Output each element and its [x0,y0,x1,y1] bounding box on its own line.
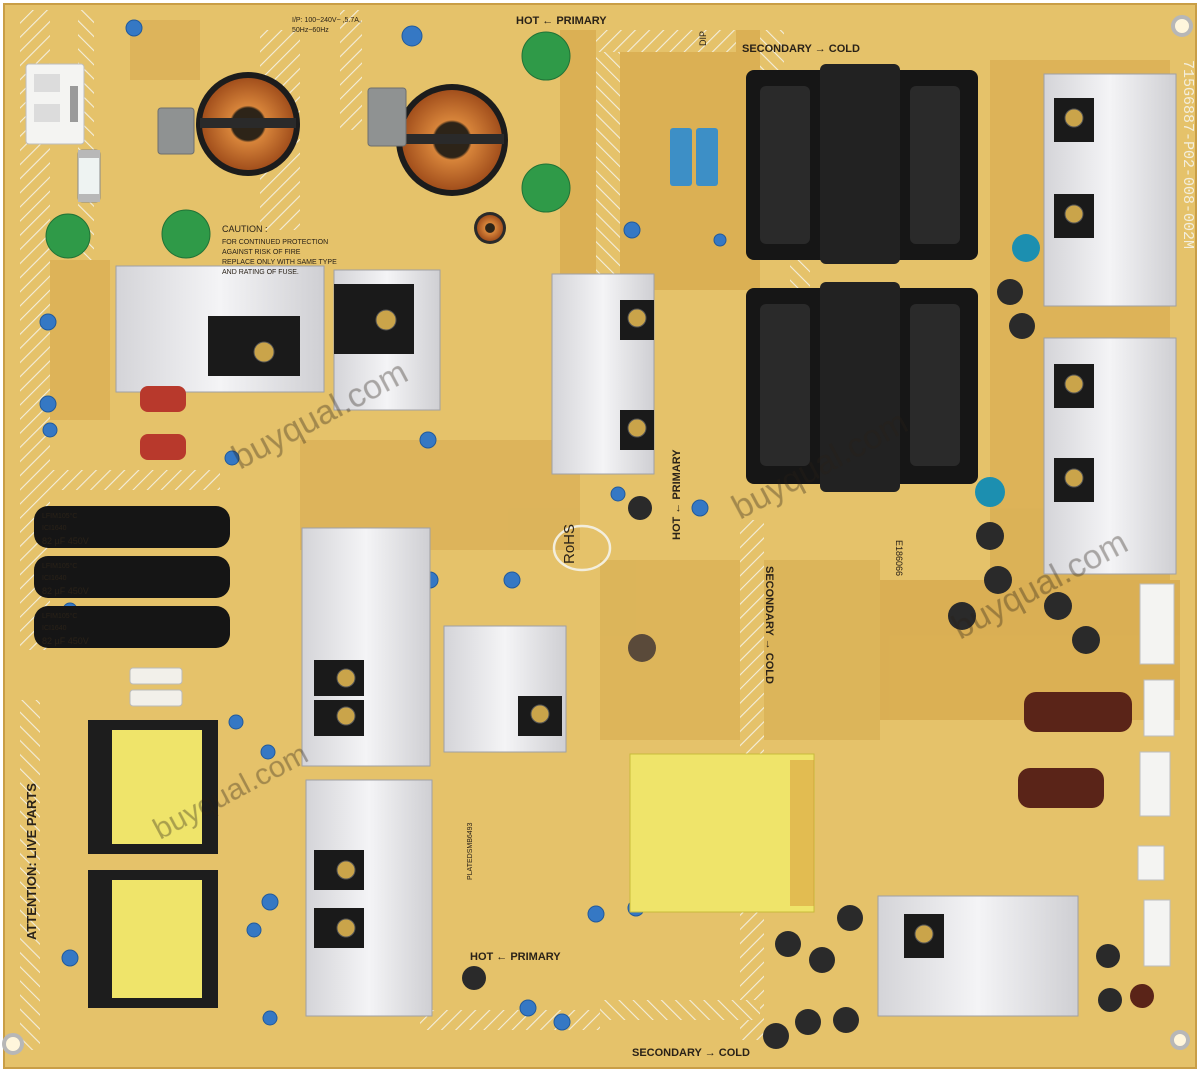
hot-primary-label-top: HOT ← PRIMARY [516,15,607,27]
caution-line-4: AND RATING OF FUSE. [222,269,299,276]
attention-live-parts: ATTENTION: LIVE PARTS [24,783,39,940]
cap-code-3: ICI1640 [42,625,67,632]
led-driver-transformer-2 [88,870,218,1008]
ul-cert: E186066 [894,540,904,576]
secondary-output-capacitors [1018,692,1132,808]
cap-code-1: ICI1640 [42,525,67,532]
mounting-holes [2,15,1193,1055]
heatsink-bridge-1 [115,265,325,393]
caution-line-1: FOR CONTINUED PROTECTION [222,239,328,246]
blue-film-capacitors [670,128,718,186]
small-toroid [474,212,506,244]
barcode-label: PLATEDSMB6493 [467,822,474,880]
cap-brand-2: LFIM105°C [42,562,77,570]
heatsink-bridge-2 [333,269,441,411]
dip-mark-top: DIP [698,31,708,46]
cap-code-2: ICI1640 [42,575,67,582]
heatsink-left-bottom [305,779,433,1017]
main-transformer-1 [746,64,978,264]
part-number: 715G6887-P02-008-002M [1179,60,1196,249]
bulk-capacitors [34,506,230,648]
rohs-label: RoHS [561,524,578,564]
input-frequency: 50Hz~60Hz [292,27,329,34]
rohs-mark [552,524,612,572]
output-connectors [1137,583,1175,967]
led-driver-transformer-1 [88,720,218,854]
common-mode-choke-2 [396,84,508,196]
heatsink-pfc [551,273,655,475]
cap-marking-2: 82 µF 450V [42,586,89,596]
heatsink-bottom-right [877,895,1079,1017]
heatsink-secondary-right-2 [1043,337,1177,575]
red-film-capacitors [140,386,186,460]
standby-transformer [629,753,815,913]
cap-brand-1: LFIM105°C [42,512,77,520]
input-rating: I/P: 100~240V~ ,5.7A, [292,17,361,24]
heatsink-left-mid [301,527,431,767]
varistors [45,31,571,259]
secondary-cold-label-bottom: SECONDARY → COLD [632,1047,750,1059]
power-resistors [129,667,183,707]
secondary-cold-label-mid: SECONDARY → COLD [763,566,775,684]
caution-title: CAUTION : [222,224,268,234]
cap-marking-3: 82 µF 450V [42,636,89,646]
secondary-cold-label-top: SECONDARY → COLD [742,43,860,55]
main-transformer-2 [746,282,978,492]
ac-input-connector [25,63,85,145]
electrolytic-capacitors [462,234,1154,1049]
heatsink-center [443,625,567,753]
caution-line-3: REPLACE ONLY WITH SAME TYPE [222,259,337,266]
cap-brand-3: LFIM105°C [42,612,77,620]
caution-line-2: AGAINST RISK OF FIRE [222,249,301,256]
hot-primary-label-bottom: HOT ← PRIMARY [470,951,561,963]
hot-primary-label-mid: HOT ← PRIMARY [671,449,683,540]
fuse [77,149,101,203]
heatsink-secondary-right [1043,73,1177,307]
common-mode-choke-1 [196,72,300,176]
cap-marking-1: 82 µF 450V [42,536,89,546]
